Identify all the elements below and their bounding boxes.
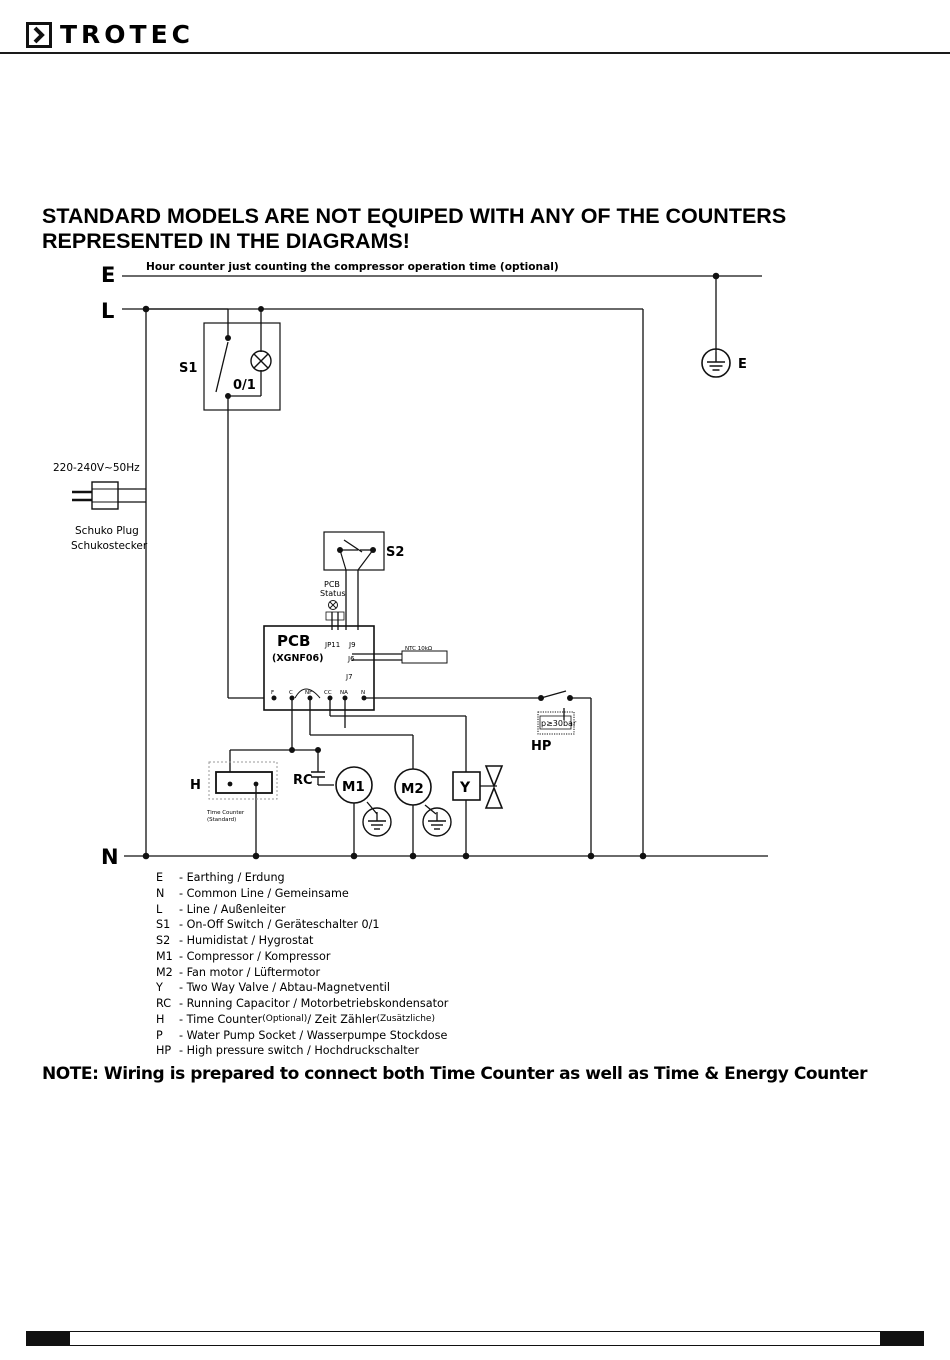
rail-e-label: E: [101, 263, 115, 287]
jp11-label: JP11: [324, 641, 340, 649]
footer-rule: [70, 1331, 880, 1346]
j6-label: J6: [347, 655, 355, 663]
hp-pressure-switch: p≥30bar HP: [531, 690, 577, 754]
warning-line-1: STANDARD MODELS ARE NOT EQUIPED WITH ANY…: [42, 204, 787, 228]
legend-item: P- Water Pump Socket / Wasserpumpe Stock…: [156, 1028, 448, 1042]
warning-heading: STANDARD MODELS ARE NOT EQUIPED WITH ANY…: [42, 204, 932, 254]
valve-icon: [484, 765, 504, 809]
j7-label: J7: [345, 673, 353, 681]
m1-compressor: M1: [335, 766, 392, 837]
footer-bar: [26, 1331, 924, 1346]
pcb-model-label: (XGNF06): [272, 653, 323, 664]
brand-name: TROTEC: [60, 20, 195, 49]
footer-block-left: [26, 1331, 70, 1346]
m2-ground-icon: [422, 807, 452, 837]
y-two-way-valve: Y: [452, 765, 504, 809]
j9-label: J9: [348, 641, 356, 649]
plug-label-2: Schukostecker: [71, 540, 148, 552]
wiring-note: NOTE: Wiring is prepared to connect both…: [42, 1064, 868, 1084]
hour-counter-caption: Hour counter just counting the compresso…: [146, 261, 559, 273]
h-label: H: [190, 778, 201, 793]
m2-motor-icon: [394, 768, 432, 806]
m2-label: M2: [401, 781, 424, 797]
legend-item: L- Line / Außenleiter: [156, 902, 286, 916]
hp-label: HP: [531, 739, 551, 754]
supply-label: 220-240V~50Hz: [53, 462, 140, 474]
hp-rating-label: p≥30bar: [541, 719, 577, 728]
wiring-diagram: E L N Hour counter just counting the com…: [53, 261, 768, 867]
rail-l-label: L: [101, 299, 114, 323]
rc-capacitor: RC: [293, 771, 325, 788]
legend-item: N- Common Line / Gemeinsame: [156, 886, 349, 900]
legend-item: Y- Two Way Valve / Abtau-Magnetventil: [156, 981, 390, 995]
s1-label: S1: [179, 361, 197, 376]
ntc-sensor: NTC 10kΩ: [401, 646, 448, 664]
warning-line-2: REPRESENTED IN THE DIAGRAMS!: [42, 229, 410, 253]
m1-ground-icon: [362, 807, 392, 837]
pcb-board: PCB (XGNF06) JP11 J9 J6 J7 F C NF CC NA …: [263, 625, 375, 711]
logo-chevron-icon: [26, 22, 52, 48]
legend-item: M1- Compressor / Kompressor: [156, 949, 331, 963]
legend-item: E- Earthing / Erdung: [156, 871, 285, 884]
terminal-c-label: C: [289, 690, 293, 696]
earth-label: E: [738, 357, 747, 372]
s2-label: S2: [386, 545, 404, 560]
pcb-status-label-2: Status: [320, 589, 346, 598]
s1-switch-label: 0/1: [233, 378, 256, 393]
y-label: Y: [459, 780, 471, 796]
legend-item: HP- High pressure switch / Hochdruckscha…: [156, 1044, 420, 1058]
time-counter-label-2: (Standard): [207, 817, 236, 823]
plug-label-1: Schuko Plug: [75, 525, 139, 537]
s2-humidistat: S2: [323, 531, 404, 571]
time-counter-label-1: Time Counter: [206, 810, 245, 816]
rail-n-label: N: [101, 845, 119, 867]
m1-label: M1: [342, 779, 365, 795]
m1-motor-icon: [335, 766, 373, 804]
legend-item: RC- Running Capacitor / Motorbetriebskon…: [156, 997, 449, 1010]
legend-item: H- Time Counter (Optional) / Zeit Zähler…: [156, 1012, 435, 1026]
legend-item: S1- On-Off Switch / Geräteschalter 0/1: [156, 918, 380, 932]
s1-on-off-switch: S1 0/1: [179, 322, 281, 411]
legend-item: S2- Humidistat / Hygrostat: [156, 934, 314, 947]
h-time-counter: H Time Counter (Standard): [190, 761, 278, 823]
legend-item: M2- Fan motor / Lüftermotor: [156, 965, 321, 979]
terminal-cc-label: CC: [324, 690, 332, 696]
terminal-n-label: N: [361, 690, 365, 696]
brand-logo: TROTEC: [26, 22, 194, 48]
legend-list: E- Earthing / Erdung N- Common Line / Ge…: [156, 870, 448, 1059]
m2-fan-motor: M2: [394, 768, 452, 837]
rc-label: RC: [293, 773, 313, 788]
earth-ground-icon: [701, 348, 731, 378]
wires: [118, 275, 768, 857]
pcb-status-lamp: PCB Status: [320, 580, 346, 621]
ntc-label: NTC 10kΩ: [405, 646, 432, 652]
status-lamp-icon: [328, 600, 338, 610]
terminal-nf-label: NF: [305, 690, 312, 696]
header-divider: [0, 52, 950, 54]
pcb-label: PCB: [277, 632, 310, 650]
pcb-status-label-1: PCB: [324, 580, 340, 589]
footer-block-right: [880, 1331, 924, 1346]
terminal-f-label: F: [271, 690, 274, 696]
terminal-na-label: NA: [340, 690, 348, 696]
schuko-plug-icon: [72, 481, 119, 510]
s1-lamp-icon: [250, 350, 272, 372]
